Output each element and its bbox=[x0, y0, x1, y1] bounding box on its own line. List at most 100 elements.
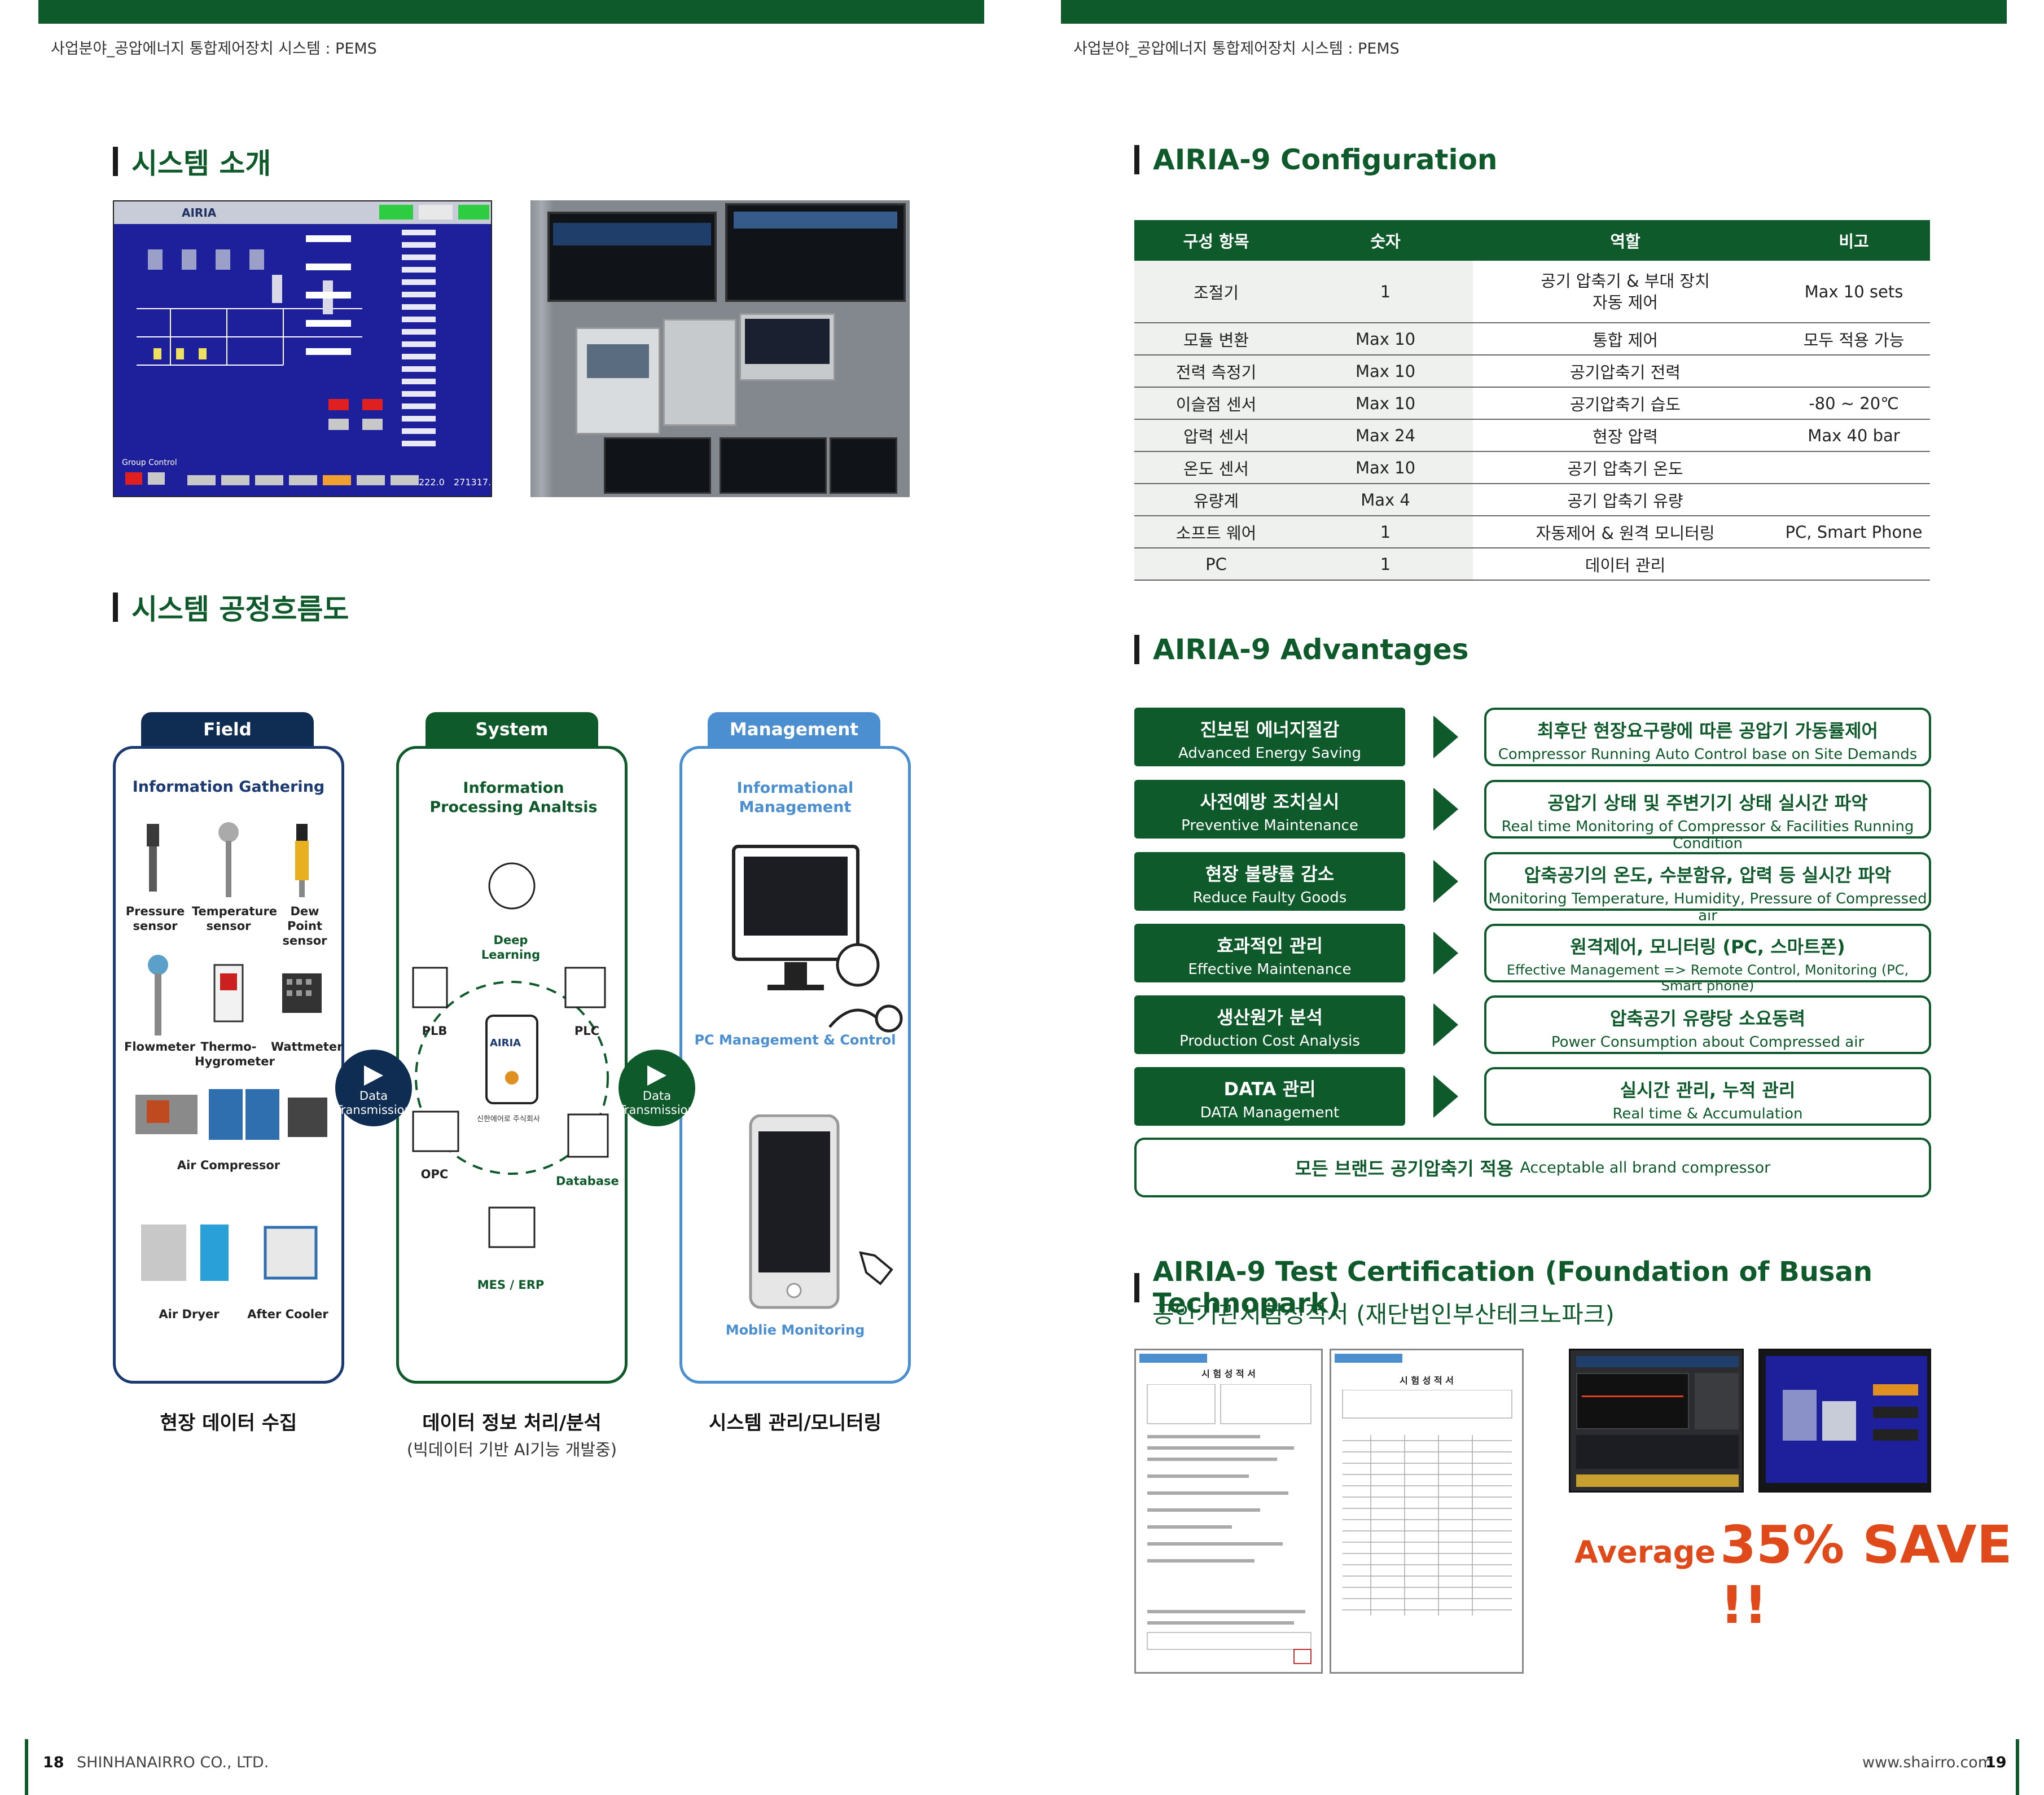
label-pressure-sensor: Pressure sensor bbox=[125, 905, 185, 933]
management-title: Informational Management bbox=[736, 779, 854, 816]
label-plb: PLB bbox=[422, 1024, 448, 1038]
system-cycle-diagram bbox=[412, 862, 609, 1248]
arrow-icon bbox=[1433, 932, 1458, 975]
doc-title-1: 시 험 성 적 서 bbox=[1201, 1368, 1256, 1379]
hmi-group-control: Group Control bbox=[122, 458, 177, 467]
label-thermo-hygrometer: Thermo-Hygrometer bbox=[195, 1040, 275, 1068]
caption-management: 시스템 관리/모니터링 bbox=[709, 1412, 881, 1434]
sensors-row1-icons bbox=[147, 822, 309, 897]
section-title-flow: 시스템 공정흐름도 bbox=[113, 587, 349, 627]
top-bar-right bbox=[1061, 0, 2007, 24]
config-header-role: 역할 bbox=[1473, 220, 1778, 261]
top-bar-left bbox=[38, 0, 984, 24]
caption-system: 데이터 정보 처리/분석 bbox=[422, 1412, 602, 1434]
label-deep-learning: Deep Learning bbox=[481, 933, 541, 962]
tab-field: Field bbox=[141, 712, 314, 747]
tab-management: Management bbox=[708, 712, 880, 747]
certification-subtitle: 공인기관시험성적서 (재단법인부산테크노파크) bbox=[1152, 1301, 1615, 1328]
section-title-intro: 시스템 소개 bbox=[113, 141, 271, 182]
system-title: Information Processing Analtsis bbox=[429, 779, 598, 816]
label-opc: OPC bbox=[420, 1168, 449, 1181]
certificate-document-1: 시 험 성 적 서 bbox=[1134, 1349, 1323, 1674]
dryer-cooler-icons bbox=[141, 1225, 318, 1281]
caption-field: 현장 데이터 수집 bbox=[160, 1412, 297, 1434]
footer-company: SHINHANAIRRO CO., LTD. bbox=[77, 1754, 269, 1771]
certificate-document-2: 시 험 성 적 서 bbox=[1330, 1349, 1524, 1674]
label-database: Database bbox=[556, 1174, 619, 1188]
label-air-compressor: Air Compressor bbox=[177, 1158, 280, 1172]
field-title: Information Gathering bbox=[132, 778, 325, 796]
footer-bar-left bbox=[25, 1739, 28, 1795]
section-title-config: AIRIA-9 Configuration bbox=[1134, 143, 1498, 176]
arrow-icon bbox=[1433, 860, 1458, 903]
hmi-value-2: 271317.0 bbox=[454, 477, 492, 488]
running-header-right: 사업분야_공압에너지 통합제어장치 시스템 : PEMS bbox=[1073, 40, 1400, 58]
monitor-screenshot-1 bbox=[1569, 1349, 1744, 1493]
monitor-screenshot-2 bbox=[1758, 1349, 1931, 1493]
hmi-brand: AIRIA bbox=[182, 206, 217, 220]
data-transmission-1: Data Transmission bbox=[335, 1050, 412, 1126]
section-title-advantages: AIRIA-9 Advantages bbox=[1134, 633, 1469, 666]
page-number-right: 19 bbox=[1985, 1754, 2007, 1771]
label-plc: PLC bbox=[574, 1024, 600, 1038]
company-mark: 신한에어로 주식회사 bbox=[477, 1115, 540, 1123]
label-temperature-sensor: Temperature sensor bbox=[192, 905, 278, 933]
arrow-icon bbox=[1433, 788, 1458, 831]
section-title-certification: AIRIA-9 Test Certification (Foundation o… bbox=[1134, 1256, 2044, 1319]
label-flowmeter: Flowmeter bbox=[124, 1040, 196, 1054]
advantage-right-4: 원격제어, 모니터링 (PC, 스마트폰)Effective Managemen… bbox=[1484, 924, 1931, 994]
config-header-count: 숫자 bbox=[1298, 220, 1473, 261]
hmi-screenshot: AIRIA Group Control 222.0 271317.0 bbox=[113, 200, 492, 497]
installation-photo bbox=[530, 200, 910, 497]
save-average-label: Average bbox=[1574, 1534, 1716, 1570]
air-compressor-icons bbox=[135, 1089, 327, 1140]
page-number-left: 18 bbox=[43, 1754, 64, 1771]
label-mobile-monitoring: Moblie Monitoring bbox=[725, 1322, 865, 1338]
mobile-phone-icon bbox=[749, 1114, 893, 1309]
running-header-left: 사업분야_공압에너지 통합제어장치 시스템 : PEMS bbox=[51, 40, 377, 58]
label-after-cooler: After Cooler bbox=[247, 1307, 328, 1321]
save-badge: Average 35% SAVE !! bbox=[1574, 1515, 2044, 1635]
pc-monitor-icon bbox=[732, 845, 903, 1033]
doc-title-2: 시 험 성 적 서 bbox=[1400, 1375, 1454, 1386]
footer-bar-right bbox=[2016, 1739, 2019, 1795]
label-wattmeter: Wattmeter bbox=[271, 1040, 343, 1054]
label-dew-point-sensor: Dew Point sensor bbox=[282, 905, 327, 947]
arrow-icon bbox=[1433, 716, 1458, 758]
arrow-icon bbox=[1433, 1075, 1458, 1118]
config-header-note: 비고 bbox=[1778, 220, 1930, 261]
footer-url: www.shairro.com bbox=[1862, 1754, 1993, 1771]
arrow-icon bbox=[1433, 1003, 1458, 1046]
label-mes-erp: MES / ERP bbox=[477, 1278, 545, 1292]
config-header-item: 구성 항목 bbox=[1134, 220, 1298, 261]
data-transmission-2: Data Transmission bbox=[619, 1050, 695, 1126]
label-air-dryer: Air Dryer bbox=[159, 1307, 220, 1321]
sensors-row2-icons bbox=[148, 955, 322, 1035]
tab-system: System bbox=[426, 712, 598, 747]
hmi-value-1: 222.0 bbox=[419, 477, 445, 488]
label-pc-management: PC Management & Control bbox=[694, 1032, 896, 1048]
caption-system-sub: (빅데이터 기반 AI기능 개발중) bbox=[406, 1440, 617, 1459]
airia-center-logo: AIRIA bbox=[490, 1037, 521, 1049]
